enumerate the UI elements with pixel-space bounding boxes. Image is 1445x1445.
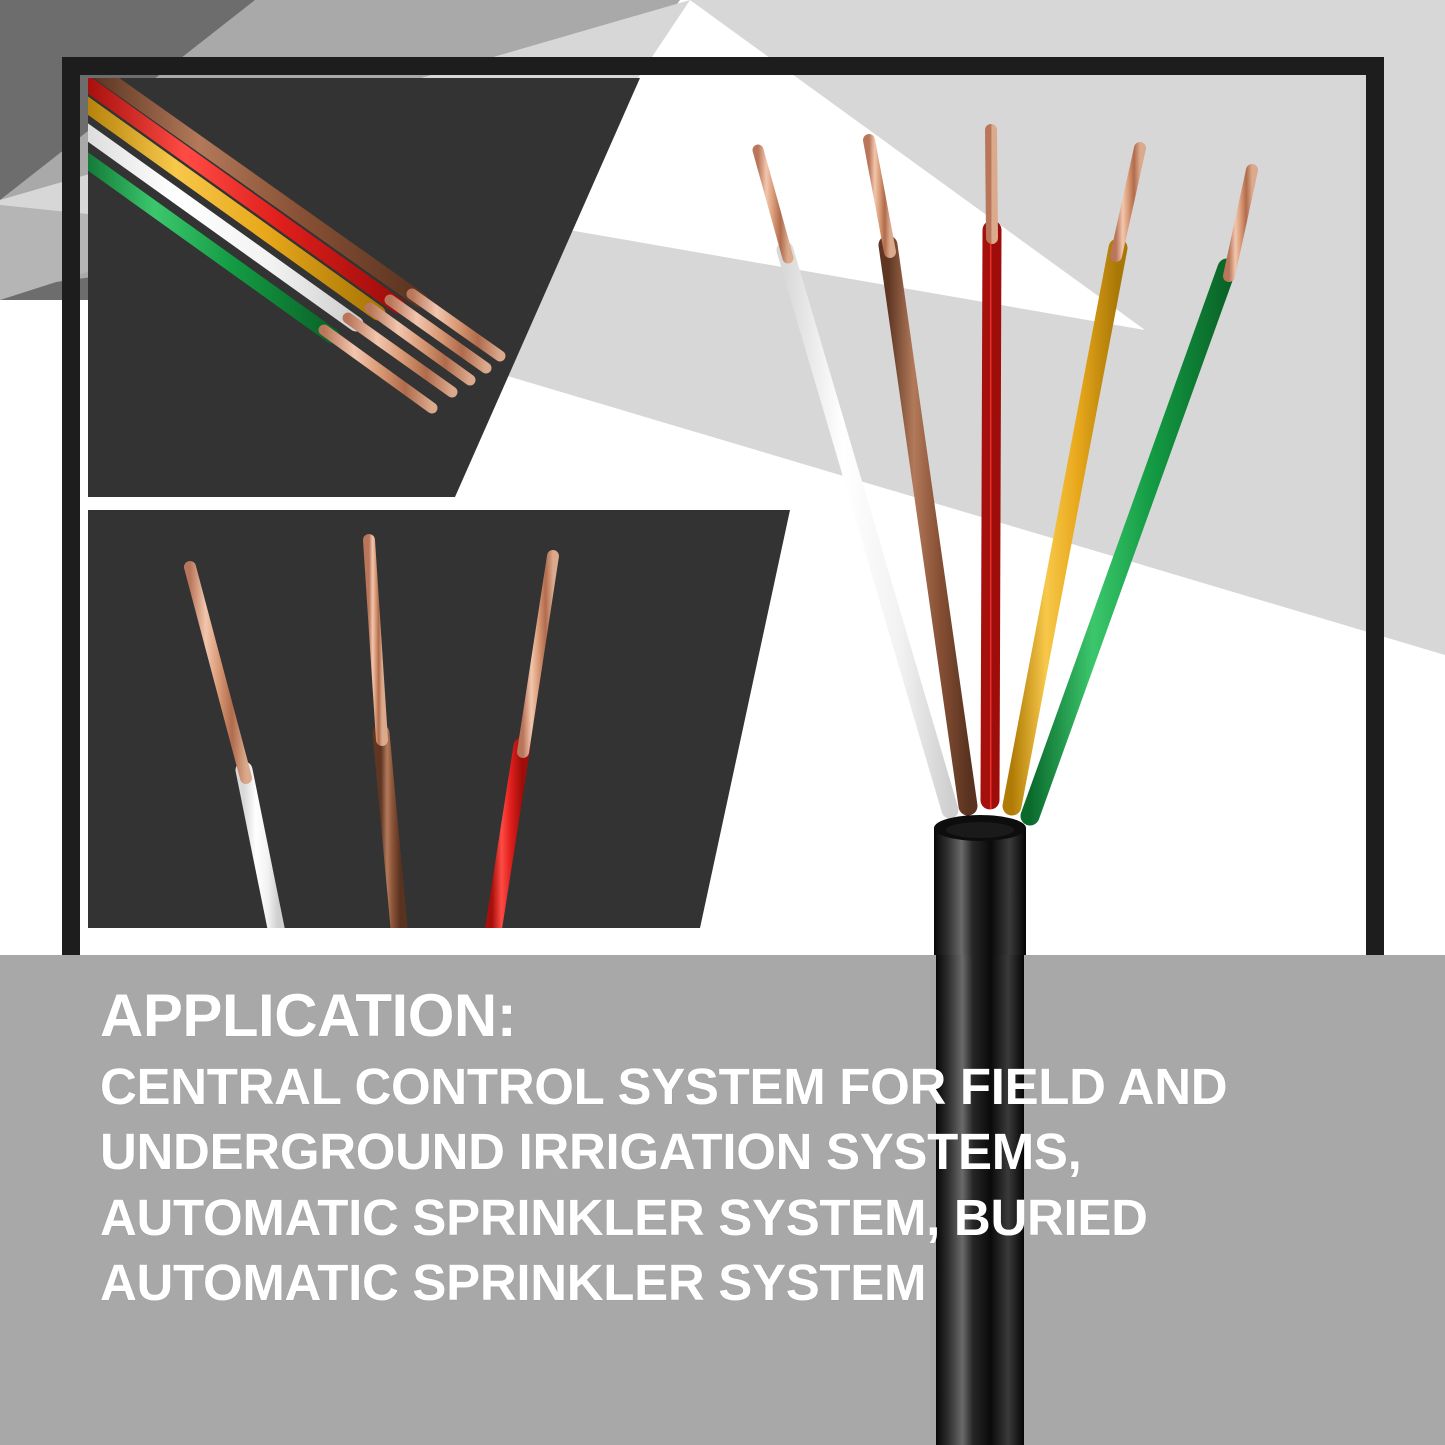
caption-line-4: AUTOMATIC SPRINKLER SYSTEM [100,1253,927,1311]
caption-line-3: AUTOMATIC SPRINKLER SYSTEM, BURIED [100,1188,1148,1246]
single-wire-brown [363,534,409,928]
caption-line-2: UNDERGROUND IRRIGATION SYSTEMS, [100,1123,1082,1181]
hero-strand-red [980,124,1002,810]
single-wires-panel [88,510,790,928]
caption-text-block: APPLICATION: CENTRAL CONTROL SYSTEM FOR … [100,985,1280,1315]
wire-bundle-panel [88,78,640,497]
caption-line-1: CENTRAL CONTROL SYSTEM FOR FIELD AND [100,1058,1228,1116]
hero-strand-white [752,144,959,819]
single-wire-red [483,550,559,928]
hero-strand-yellow [1002,142,1146,816]
panel-b-background [88,510,790,928]
bundle-wire-green [88,142,438,414]
bundle-wire-white [88,116,458,398]
bundle-wire-brown [88,78,506,362]
single-wire-white [184,561,287,928]
bundle-wire-red [88,78,492,374]
caption-heading: APPLICATION: [100,982,517,1049]
hero-strand-brown [863,134,978,816]
cable-sheath-lower [936,955,1024,1445]
cable-sheath-bore [946,822,1014,838]
hero-strand-green [1020,164,1258,826]
bundle-wire-yellow [88,92,476,386]
caption-band [0,955,1445,1445]
